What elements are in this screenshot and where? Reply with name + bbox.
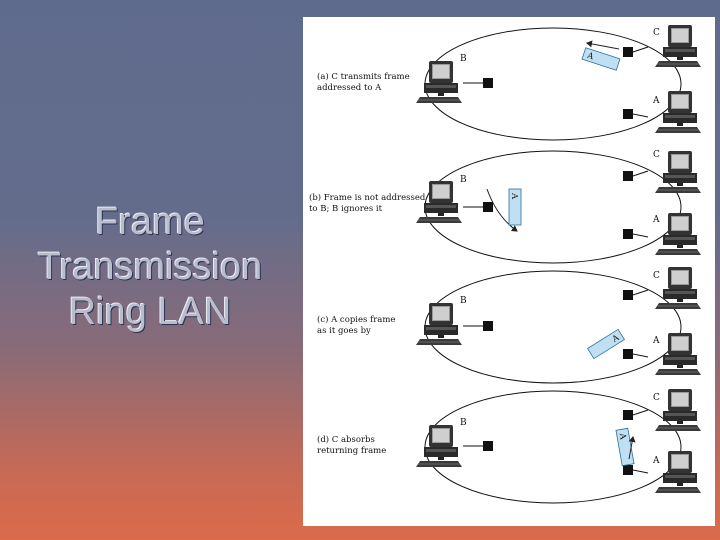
panel-d: B C A (d) C absorbs returning frame A — [317, 389, 701, 503]
title-line-2: Transmission — [0, 245, 300, 290]
node-c — [623, 171, 633, 181]
pc-c — [655, 267, 701, 309]
pc-a — [655, 91, 701, 133]
pc-b — [416, 61, 462, 103]
caption-c-line1: (c) A copies frame — [317, 314, 395, 325]
label-b: B — [460, 418, 467, 428]
pc-c — [655, 151, 701, 193]
pc-c — [655, 25, 701, 67]
node-c — [623, 290, 633, 300]
slide-title: Frame Transmission Ring LAN — [0, 200, 300, 335]
caption-a-line1: (a) C transmits frame — [317, 71, 410, 82]
caption-b-line1: (b) Frame is not addressed — [309, 192, 426, 203]
label-c: C — [653, 271, 660, 281]
pc-a — [655, 213, 701, 255]
node-a — [623, 349, 633, 359]
label-c: C — [653, 150, 660, 160]
node-b — [483, 202, 493, 212]
label-c: C — [653, 393, 660, 403]
panel-a: B C A (a) C transmits frame addressed to… — [317, 25, 701, 140]
node-c — [623, 410, 633, 420]
caption-d-line2: returning frame — [317, 446, 386, 456]
node-b — [483, 441, 493, 451]
frame-a: A — [582, 48, 620, 71]
panel-b: B C A (b) Frame is not addressed to B; B… — [309, 150, 701, 263]
caption-d-line1: (d) C absorbs — [317, 434, 375, 445]
node-b — [483, 78, 493, 88]
ring-lan-diagram: B C A (a) C transmits frame addressed to… — [303, 17, 715, 526]
title-line-3: Ring LAN — [0, 290, 300, 335]
label-a: A — [652, 336, 660, 346]
caption-b-line2: to B; B ignores it — [309, 204, 383, 214]
label-a: A — [652, 456, 660, 466]
node-a — [623, 109, 633, 119]
frame-b: A — [509, 189, 521, 225]
label-c: C — [653, 28, 660, 38]
label-b: B — [460, 296, 467, 306]
label-a: A — [652, 96, 660, 106]
pc-a — [655, 451, 701, 493]
node-c — [623, 47, 633, 57]
frame-c: A — [588, 329, 625, 358]
panel-c: B C A (c) A copies frame as it goes by A — [317, 267, 701, 383]
frame-label-b: A — [509, 192, 519, 200]
title-line-1: Frame — [0, 200, 300, 245]
pc-c — [655, 389, 701, 431]
node-a — [623, 229, 633, 239]
caption-c-line2: as it goes by — [317, 326, 371, 336]
pc-a — [655, 333, 701, 375]
label-a: A — [652, 215, 660, 225]
label-b: B — [460, 175, 467, 185]
pc-b — [416, 425, 462, 467]
caption-a-line2: addressed to A — [317, 83, 382, 93]
label-b: B — [460, 54, 467, 64]
node-b — [483, 321, 493, 331]
node-a — [623, 465, 633, 475]
pc-b — [416, 303, 462, 345]
